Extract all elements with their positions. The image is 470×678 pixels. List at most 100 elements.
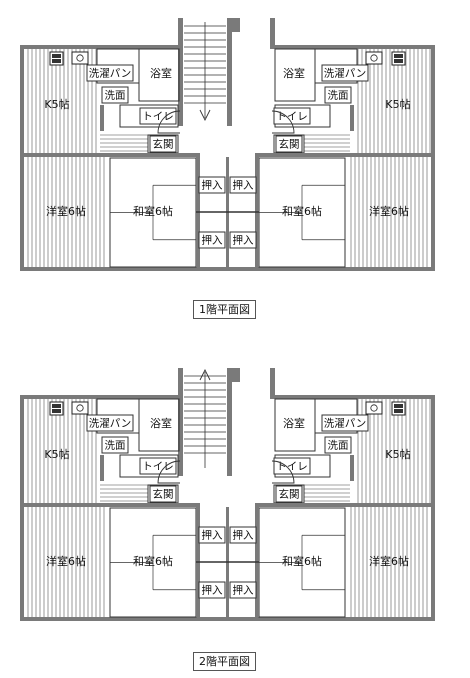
japanese-label-left: 和室6帖 xyxy=(133,554,173,568)
bath-room-right xyxy=(274,48,316,102)
stove-burner xyxy=(52,54,61,58)
bath-label-right: 浴室 xyxy=(283,416,305,430)
entrance-door-left xyxy=(157,460,181,484)
stove-right xyxy=(391,51,406,66)
unit-divider-right xyxy=(255,153,431,157)
western-floor-left xyxy=(27,507,105,617)
stove-outline xyxy=(49,401,64,416)
toilet-label-left-box xyxy=(139,107,177,125)
closet-label: 押入 xyxy=(233,234,254,247)
japanese-label-right: 和室6帖 xyxy=(282,204,322,218)
hall-floor-left xyxy=(100,484,148,502)
sink-outline xyxy=(71,401,89,415)
western-label-left: 洋室6帖 xyxy=(46,554,86,568)
stove-outline xyxy=(391,51,406,66)
bath-label-left: 浴室 xyxy=(150,416,172,430)
laundry-label-right: 洗濯パン xyxy=(324,418,367,430)
western-label-right: 洋室6帖 xyxy=(369,204,409,218)
toilet-label-right: トイレ xyxy=(276,111,308,123)
entrance-label-left-box xyxy=(149,135,177,153)
stair-upper-wall xyxy=(270,18,275,48)
toilet-label-left-box xyxy=(139,457,177,475)
closets: 押入押入押入押入 xyxy=(196,157,259,267)
stove-burner xyxy=(394,404,403,408)
stove-outline xyxy=(49,51,64,66)
sink-outline xyxy=(365,51,383,65)
left-unit: K5帖洗濯パン洗面浴室トイレ玄関洋室6帖和室6帖 xyxy=(24,398,200,618)
outer-wall-top-left xyxy=(20,45,180,49)
stove-left xyxy=(49,51,64,66)
western-floor-right xyxy=(350,157,428,267)
sink-outline xyxy=(71,51,89,65)
floor-2-plan: K5帖洗濯パン洗面浴室トイレ玄関洋室6帖和室6帖K5帖洗濯パン洗面浴室トイレ玄関… xyxy=(20,368,435,621)
sink-left xyxy=(71,401,89,415)
entrance-door-left xyxy=(157,110,181,134)
kitchen-partition-right xyxy=(350,105,354,131)
closet-label-box xyxy=(229,526,257,544)
washroom-label-left-box xyxy=(101,436,129,454)
stove-burner xyxy=(52,59,61,63)
kitchen-label-right: K5帖 xyxy=(385,98,410,111)
washroom-label-right-box xyxy=(324,86,352,104)
bath-room-left xyxy=(138,398,180,452)
washroom-label-right: 洗面 xyxy=(328,440,349,452)
stove-burner xyxy=(394,59,403,63)
outer-wall-top-right xyxy=(270,45,435,49)
western-label-left: 洋室6帖 xyxy=(46,204,86,218)
western-floor-left xyxy=(27,157,105,267)
entrance-door-right xyxy=(271,460,295,484)
laundry-label-right-box xyxy=(321,64,369,82)
closet-label: 押入 xyxy=(233,584,254,597)
laundry-label-left: 洗濯パン xyxy=(89,68,132,80)
outer-wall-bottom xyxy=(20,267,435,271)
sink-left xyxy=(71,51,89,65)
bath-label-right: 浴室 xyxy=(283,66,305,80)
laundry-label-left-box xyxy=(86,64,134,82)
kitchen-partition-left xyxy=(100,455,104,481)
entrance-label-left-box xyxy=(149,485,177,503)
sink-bowl xyxy=(370,404,378,412)
laundry-label-right-box xyxy=(321,414,369,432)
kitchen-partition-right xyxy=(350,455,354,481)
closets: 押入押入押入押入 xyxy=(196,507,259,617)
toilet-room-left xyxy=(119,454,179,478)
stove-burner xyxy=(394,54,403,58)
bath-room-right xyxy=(274,398,316,452)
toilet-label-left: トイレ xyxy=(142,111,174,123)
stair-upper-wall xyxy=(232,18,240,32)
toilet-label-left: トイレ xyxy=(142,461,174,473)
sink-right xyxy=(365,51,383,65)
laundry-label-left-box xyxy=(86,414,134,432)
kitchen-partition-left xyxy=(100,105,104,131)
sink-bowl xyxy=(370,54,378,62)
stair-wall-left xyxy=(178,368,183,476)
toilet-room-left xyxy=(119,104,179,128)
washroom-label-left: 洗面 xyxy=(105,440,126,452)
closet-label-box xyxy=(198,581,226,599)
stove-left xyxy=(49,401,64,416)
washroom-label-right: 洗面 xyxy=(328,90,349,102)
sink-right xyxy=(365,401,383,415)
closet-label-box xyxy=(198,231,226,249)
outer-wall-bottom xyxy=(20,617,435,621)
stair-wall-left xyxy=(178,18,183,126)
stair-upper-wall xyxy=(270,368,275,398)
outer-wall-right xyxy=(431,395,435,621)
japanese-label-right: 和室6帖 xyxy=(282,554,322,568)
stair-upper-wall xyxy=(232,368,240,382)
closet-label-box xyxy=(198,176,226,194)
closet-label: 押入 xyxy=(202,234,223,247)
stair-down-arrow xyxy=(199,109,211,122)
washroom-label-right-box xyxy=(324,436,352,454)
stair-wall-right xyxy=(227,368,232,476)
entrance-door-right xyxy=(271,110,295,134)
outer-wall-left xyxy=(20,395,24,621)
hall-floor-right xyxy=(304,484,350,502)
hall-floor-left xyxy=(100,134,148,152)
unit-divider-left xyxy=(24,503,200,507)
outer-wall-right xyxy=(431,45,435,271)
closet-label: 押入 xyxy=(233,179,254,192)
closet-label-box xyxy=(198,526,226,544)
